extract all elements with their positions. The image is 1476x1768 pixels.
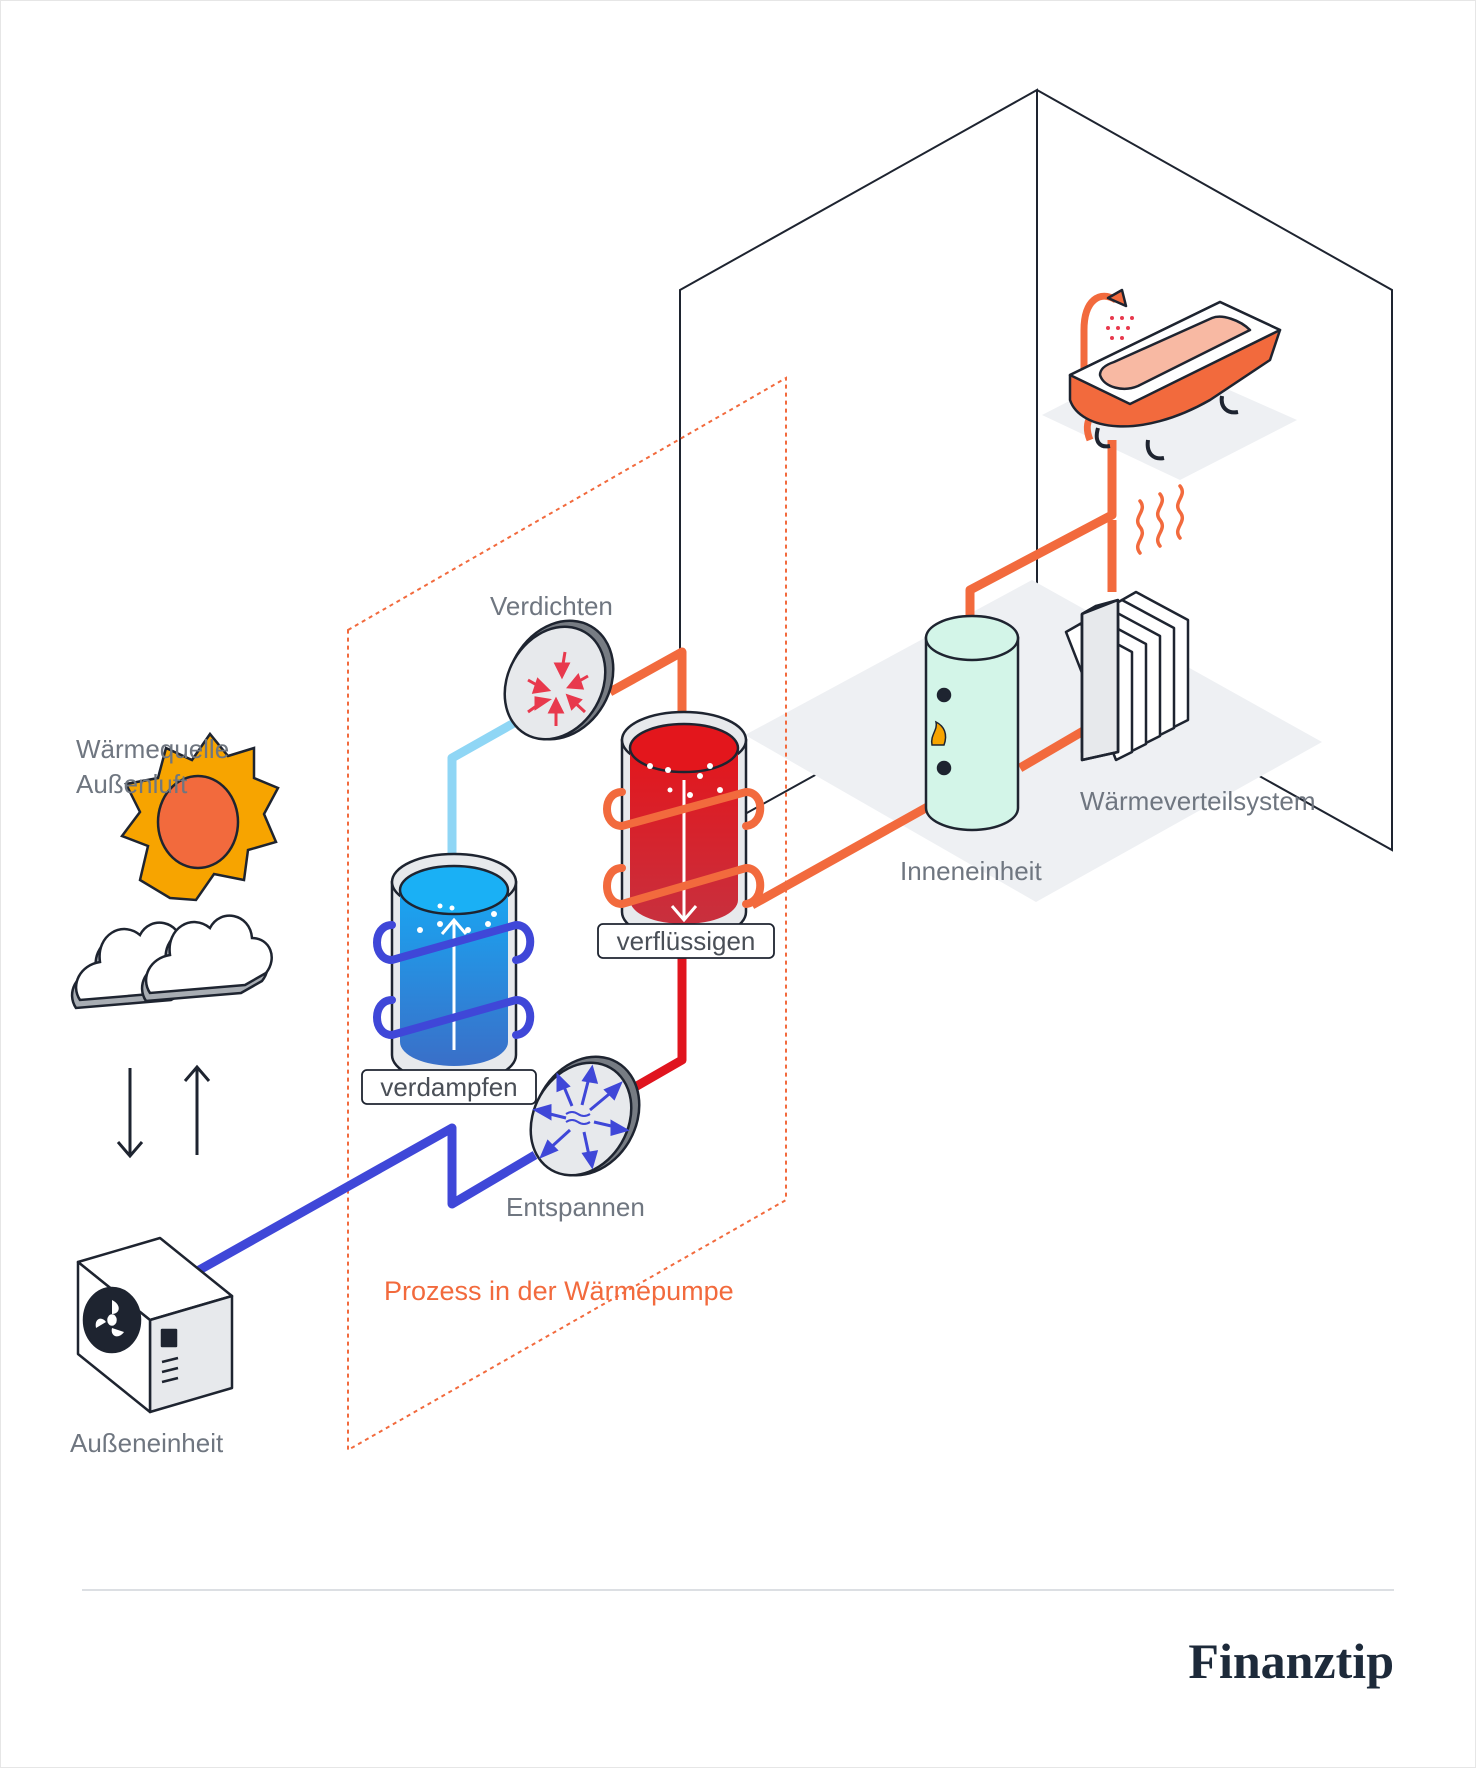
tag-condense-text: verflüssigen [617,926,756,956]
pipes [182,440,1117,1282]
compress-arrows-icon [503,619,615,741]
pipe-supply-bath [965,440,1117,618]
cloud-right [144,914,273,995]
heat-waves-icon [1136,484,1184,555]
floor-shadows [745,357,1322,902]
process-boundary [347,376,787,1452]
label-expand: Entspannen [506,1192,645,1222]
fan-unit-icon [76,1236,234,1414]
tub-water [1098,315,1252,390]
pipe-vapor [447,719,517,900]
condenser-tank [603,710,765,942]
tag-evaporate-text: verdampfen [380,1072,517,1102]
up-down-arrows-icon [116,1064,211,1159]
shower-pipe [1080,292,1118,331]
indoor-unit-tank [924,614,1020,832]
bathtub-shower-icon [1068,288,1282,461]
evap-surface [398,864,510,916]
tank-body [924,636,1020,832]
label-heat-source-line2: Außenluft [76,769,188,799]
cond-coil [603,787,765,909]
floor-shadow-large [745,580,1322,902]
tag-evaporate: verdampfen [361,1069,537,1105]
expand-arrows-icon [529,1055,641,1177]
sun-cloud-icon [70,731,280,1010]
unit-fan-hub [104,1311,120,1329]
tag-condense: verflüssigen [597,923,775,959]
unit-display [160,1328,178,1348]
tank-flame [930,720,947,746]
tank-top [924,614,1020,662]
label-outdoor-unit: Außeneinheit [70,1428,224,1458]
label-heat-distribution: Wärmeverteilsystem [1080,786,1315,816]
sun-core [156,774,240,870]
pipe-return [749,796,943,909]
label-indoor-unit: Inneneinheit [900,856,1042,886]
pipe-hot-liquid [627,940,687,1094]
radiator-front-panel [1080,598,1120,762]
evaporator-tank [373,852,535,1085]
label-compress: Verdichten [490,591,613,621]
shower-head [1106,288,1128,308]
tank-gauge-2 [936,760,952,776]
brand-logo: Finanztip [1188,1633,1394,1689]
pipe-radiator-return [1017,726,1088,772]
pipe-hot-gas [607,647,687,720]
tank-gauge-1 [936,687,952,703]
cond-surface [628,722,740,774]
radiator-icon [1064,590,1190,762]
label-heat-source-line1: Wärmequelle [76,734,229,764]
evap-coil [373,920,535,1040]
pipe-cold-outdoor [182,1123,538,1282]
label-process: Prozess in der Wärmepumpe [384,1276,734,1306]
